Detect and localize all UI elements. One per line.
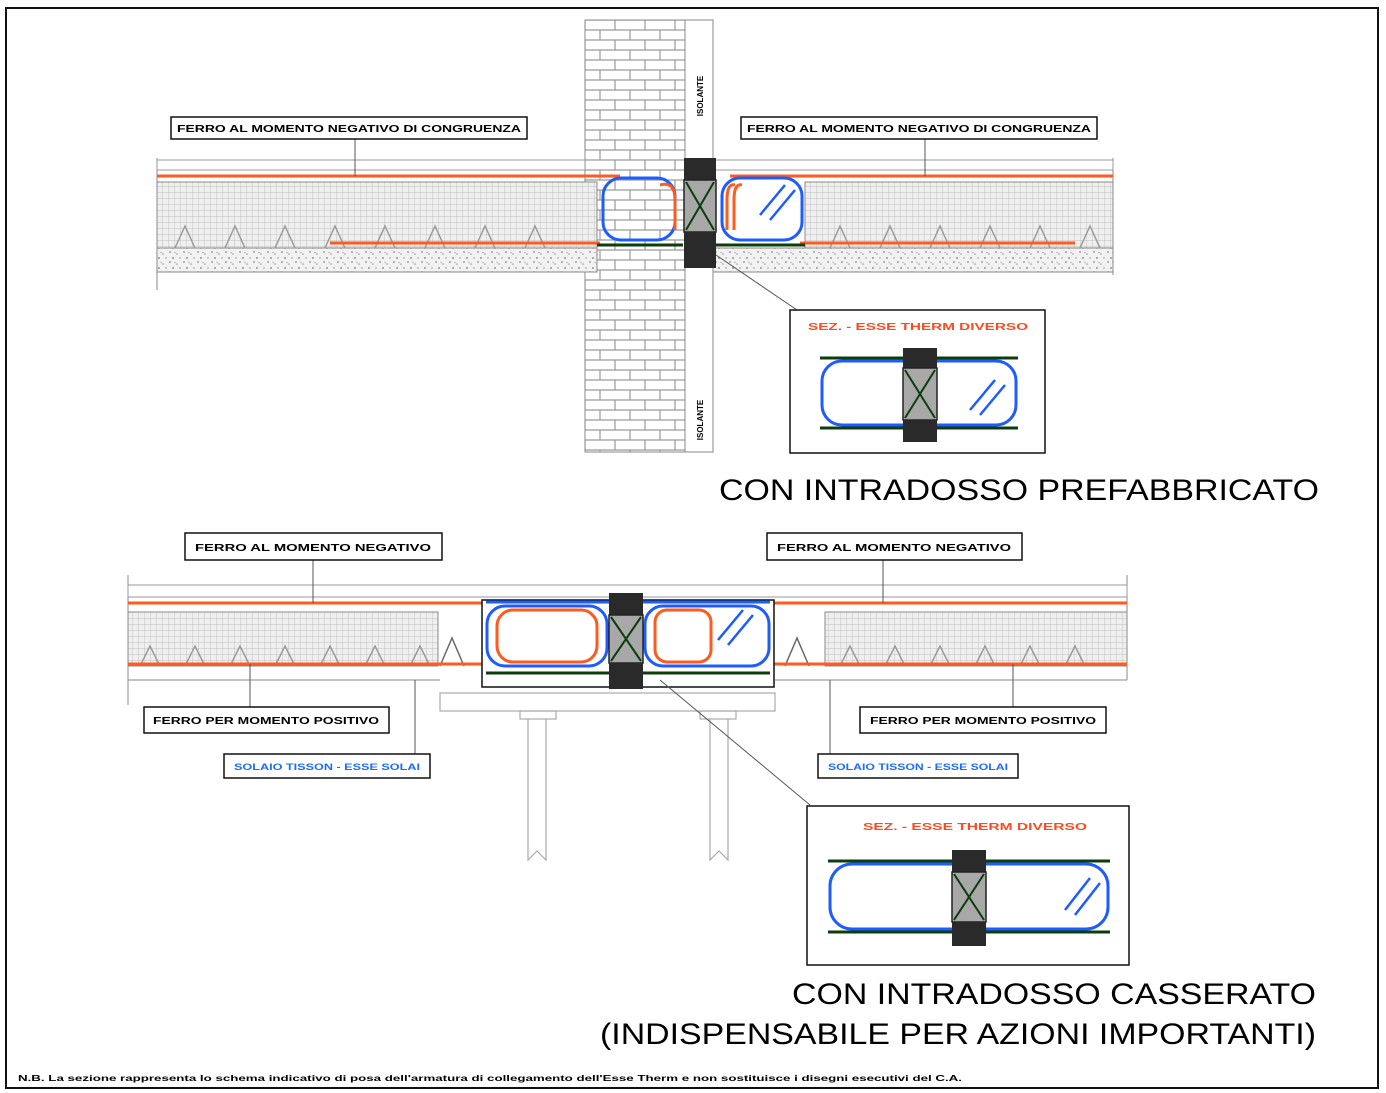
label-box-neg-bottom-right — [766, 532, 1023, 561]
slab-precast-right — [712, 247, 1114, 273]
detail-title-top: SEZ. - ESSE THERM DIVERSO — [808, 322, 1028, 333]
top-section: ISOLANTE ISOLANTE — [156, 19, 1319, 507]
caption-top: CON INTRADOSSO PREFABBRICATO — [719, 474, 1319, 507]
insulation-label-top: ISOLANTE — [696, 75, 705, 116]
thermal-break-icon — [683, 158, 717, 268]
detail-box-bottom: SEZ. - ESSE THERM DIVERSO — [806, 805, 1130, 966]
label-box-neg-right — [740, 116, 1098, 140]
label-neg-bottom-right: FERRO AL MOMENTO NEGATIVO — [777, 543, 1011, 554]
stirrup-right — [720, 176, 804, 242]
label-box-slab-right — [817, 753, 1019, 779]
thermal-break-icon — [608, 593, 644, 689]
label-slab-right: SOLAIO TISSON - ESSE SOLAI — [828, 762, 1008, 772]
label-neg-congruenza-right: FERRO AL MOMENTO NEGATIVO DI CONGRUENZA — [747, 124, 1091, 135]
caption-bottom-line2: (INDISPENSABILE PER AZIONI IMPORTANTI) — [600, 1018, 1316, 1051]
label-box-neg-bottom-left — [184, 532, 443, 561]
slab-precast-left — [156, 247, 598, 273]
label-box-slab-left — [223, 753, 431, 779]
page-frame — [5, 7, 1379, 1089]
slab-block-bottom-right — [824, 611, 1128, 667]
label-neg-congruenza-left: FERRO AL MOMENTO NEGATIVO DI CONGRUENZA — [177, 124, 521, 135]
detail-box-top: SEZ. - ESSE THERM DIVERSO — [789, 309, 1046, 454]
slab-block-left — [156, 181, 598, 249]
label-pos-right: FERRO PER MOMENTO POSITIVO — [870, 716, 1096, 727]
insulation-label-bottom: ISOLANTE — [696, 399, 705, 440]
label-pos-left: FERRO PER MOMENTO POSITIVO — [153, 716, 379, 727]
slab-topping-right — [712, 159, 1114, 171]
caption-bottom-line1: CON INTRADOSSO CASSERATO — [792, 978, 1316, 1011]
label-box-neg-left — [170, 116, 528, 140]
footnote: N.B. La sezione rappresenta lo schema in… — [18, 1074, 962, 1083]
bottom-section: FERRO AL MOMENTO NEGATIVO FERRO AL MOMEN… — [127, 532, 1316, 1051]
slab-block-right — [804, 181, 1114, 249]
label-box-pos-right — [859, 706, 1107, 734]
label-neg-bottom-left: FERRO AL MOMENTO NEGATIVO — [195, 543, 431, 554]
label-slab-left: SOLAIO TISSON - ESSE SOLAI — [234, 762, 420, 772]
label-box-pos-left — [143, 706, 390, 734]
slab-block-bottom-left — [127, 611, 439, 667]
slab-topping-left — [156, 159, 586, 171]
formwork-props — [439, 692, 776, 862]
detail-title-bottom: SEZ. - ESSE THERM DIVERSO — [863, 822, 1087, 833]
